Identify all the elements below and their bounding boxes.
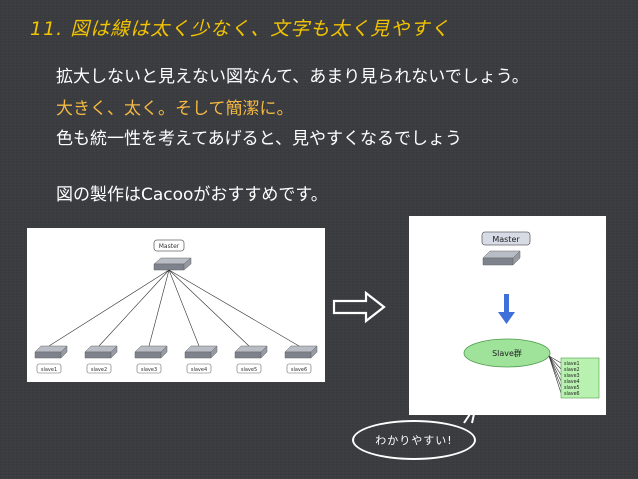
slave-label-box (36, 363, 62, 374)
master-label-box (481, 231, 531, 246)
master-switch-icon (482, 250, 521, 266)
slave-list-item: slave2 (564, 367, 580, 373)
down-arrow-icon (498, 294, 515, 324)
body-line-4: 図の製作はCacooがおすすめです。 (56, 185, 328, 205)
slave-label: slave2 (91, 367, 107, 373)
group-connector-lines (548, 355, 562, 394)
connection-lines (48, 269, 300, 347)
speech-bubble-text: わかりやすい! (375, 434, 453, 447)
slave-list-box (560, 357, 600, 399)
slave-list-item: slave5 (564, 385, 580, 391)
body-line-3: 色も統一性を考えてあげると、見やすくなるでしょう (56, 129, 462, 149)
slave-label-box (236, 363, 262, 374)
master-label: Master (159, 243, 180, 250)
master-label-box (153, 239, 185, 252)
right-diagram: Master Slave群 slave1slave2slave3slave4sl… (463, 231, 600, 399)
speech-bubble: わかりやすい! (352, 420, 476, 460)
slave-node: slave1 (34, 345, 68, 374)
master-switch-icon (153, 257, 192, 271)
bubble-tail-icon (463, 404, 477, 424)
slave-node: slave2 (84, 345, 118, 374)
slave-label: slave3 (141, 367, 157, 373)
slave-label-box (86, 363, 112, 374)
body-line-1: 拡大しないと見えない図なんて、あまり見られないでしょう。 (56, 67, 529, 87)
slave-label: slave4 (191, 367, 207, 373)
slave-node: slave6 (284, 345, 318, 374)
slave-group-label: Slave群 (492, 348, 522, 358)
slave-node: slave5 (234, 345, 268, 374)
slave-label-box (286, 363, 312, 374)
slave-group-ellipse (463, 338, 551, 368)
slave-label: slave6 (291, 367, 307, 373)
transition-arrow-icon (332, 290, 386, 324)
slave-list-item: slave6 (564, 391, 580, 397)
slide-title: 11. 図は線は太く少なく、文字も太く見やすく (30, 18, 451, 40)
slave-list-item: slave3 (564, 373, 580, 379)
master-label: Master (492, 235, 520, 244)
left-diagram: Master slave1 slave2 slave3 slave4 slave5 sla… (34, 239, 318, 374)
slave-list-item: slave1 (564, 361, 580, 367)
slave-label: slave1 (41, 367, 57, 373)
slave-label-box (136, 363, 162, 374)
slave-list-item: slave4 (564, 379, 580, 385)
left-diagram-panel: Master slave1 slave2 slave3 slave4 slave5 sla… (27, 228, 325, 382)
slave-node: slave4 (184, 345, 218, 374)
slave-label: slave5 (241, 367, 257, 373)
slave-label-box (186, 363, 212, 374)
slave-node: slave3 (134, 345, 168, 374)
body-line-2: 大きく、太く。そして簡潔に。 (56, 99, 294, 119)
